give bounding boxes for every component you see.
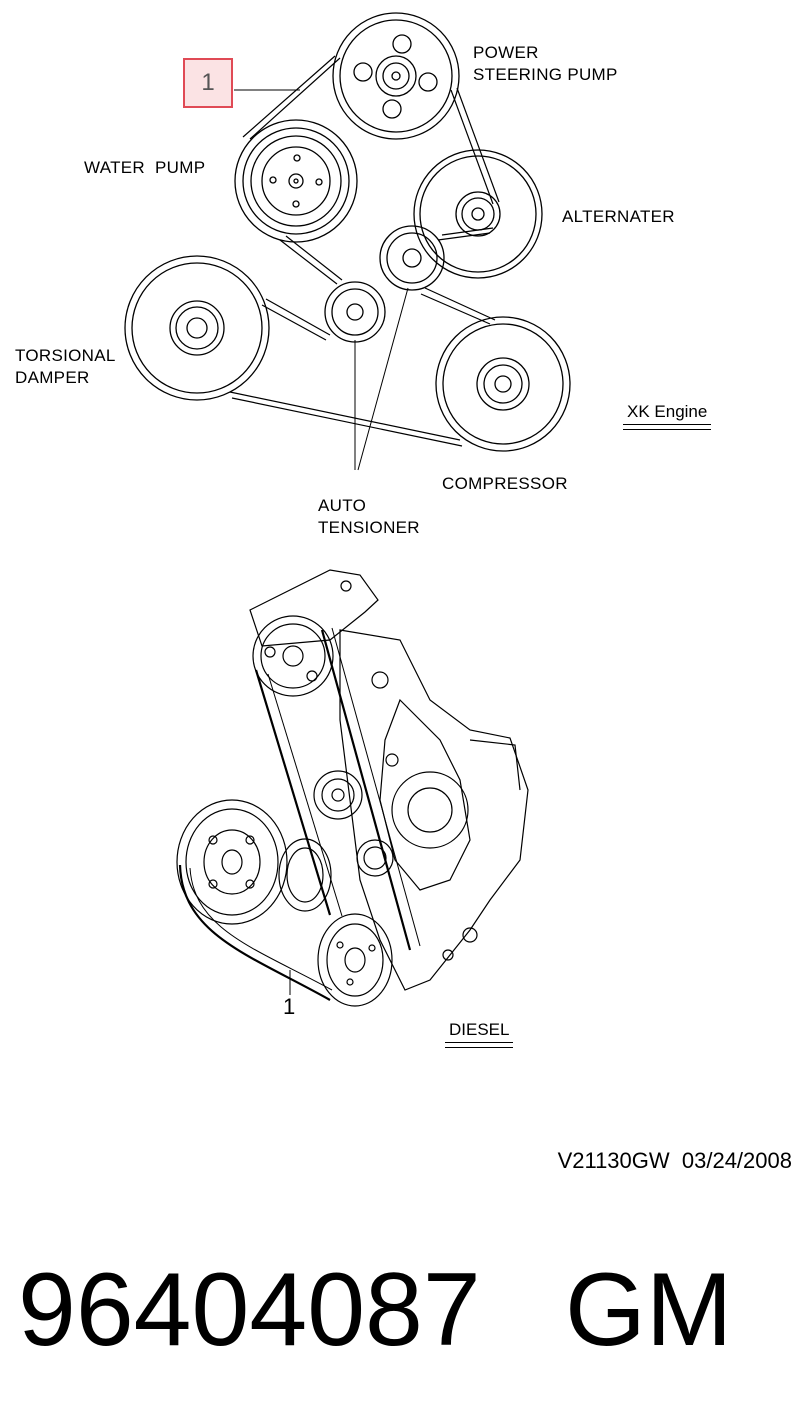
alternator-pulley xyxy=(413,149,543,279)
label-water-pump: WATER PUMP xyxy=(84,158,206,177)
diesel-callout-1: 1 xyxy=(283,994,296,1019)
leader-lines xyxy=(234,89,409,471)
serpentine-belt xyxy=(229,55,500,447)
water-pump-pulley xyxy=(234,119,358,243)
compressor-pulley xyxy=(435,316,571,452)
auto-tensioner-pulley-upper xyxy=(379,225,445,291)
label-torsional-damper: TORSIONAL DAMPER xyxy=(15,346,116,387)
idler-pulley xyxy=(324,281,386,343)
part-number: 96404087 xyxy=(18,1252,481,1368)
xk-engine-title: XK Engine xyxy=(622,402,712,430)
diesel-engine-illustration xyxy=(176,569,529,1007)
callout-1-marker[interactable]: 1 xyxy=(183,58,233,108)
drawing-stamp: V21130GW 03/24/2008 xyxy=(557,1148,792,1173)
diesel-title: DIESEL xyxy=(444,1020,515,1048)
label-power-steering-pump: POWER STEERING PUMP xyxy=(473,43,618,84)
torsional-damper-pulley xyxy=(124,255,270,401)
brand-name: GM xyxy=(565,1252,733,1368)
label-alternator: ALTERNATER xyxy=(562,207,675,226)
power-steering-pump-pulley xyxy=(332,12,460,140)
label-compressor: COMPRESSOR xyxy=(442,474,568,493)
label-auto-tensioner: AUTO TENSIONER xyxy=(318,496,420,537)
